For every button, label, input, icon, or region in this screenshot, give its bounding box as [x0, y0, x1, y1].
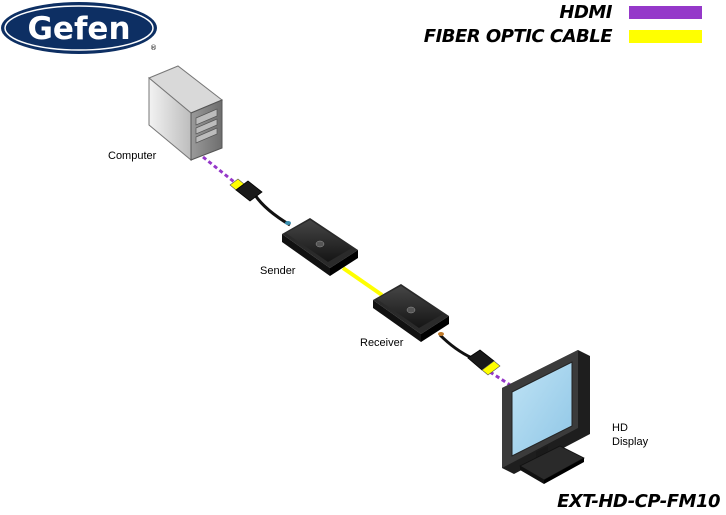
sender-input-cable	[253, 194, 291, 227]
fiber-optic-cable	[341, 266, 384, 297]
receiver-label: Receiver	[360, 337, 404, 349]
sender-unit-icon	[282, 218, 358, 276]
computer-label: Computer	[108, 150, 157, 162]
receiver-unit-icon	[373, 284, 449, 342]
computer-tower-icon	[148, 65, 223, 162]
display-label-line1: HD	[612, 422, 628, 434]
hd-display-icon	[502, 350, 590, 484]
legend-fiber-label: FIBER OPTIC CABLE	[423, 26, 613, 47]
logo-wordmark: Gefen	[27, 11, 130, 47]
hdmi-cable-computer	[202, 155, 239, 187]
legend-hdmi-label: HDMI	[559, 2, 612, 23]
model-number: EXT-HD-CP-FM10	[557, 491, 720, 512]
display-label-line2: Display	[612, 436, 649, 448]
hdmi-cable-display	[489, 370, 519, 392]
receiver-output-cable	[438, 333, 473, 360]
legend-hdmi-swatch	[629, 6, 702, 19]
registered-mark: ®	[150, 44, 157, 52]
legend-fiber-swatch	[629, 30, 702, 43]
gefen-logo: Gefen ®	[1, 2, 157, 54]
sender-label: Sender	[260, 265, 296, 277]
hdmi-connector-output-icon	[467, 349, 501, 376]
hdmi-connector-input-icon	[229, 178, 263, 202]
